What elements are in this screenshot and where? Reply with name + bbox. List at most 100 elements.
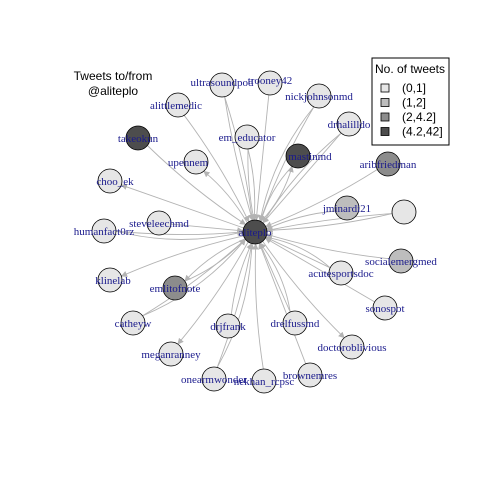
edge-unlabeled-to-center-extra (266, 213, 393, 233)
edge-center-to-upennem (203, 170, 248, 224)
node-label-klinelab: klinelab (95, 275, 131, 287)
node-label-em_educator: em_educator (219, 132, 276, 144)
edge-unlabeled-to-center (266, 213, 393, 234)
edge-nekhan_rcpsc-to-center (252, 243, 264, 370)
node-jminardi21[interactable] (334, 195, 360, 221)
legend-swatch-2 (380, 112, 390, 122)
node-meganranney[interactable] (158, 341, 184, 367)
edge-em_educator-to-center-extra (247, 148, 256, 221)
node-label-ultrasoundpod: ultrasoundpod (191, 77, 254, 89)
edge-acutesportsdoc-to-center (265, 236, 331, 269)
edge-socialemergmed-to-center (266, 232, 390, 260)
node-label-meganranney: meganranney (141, 349, 201, 361)
node-brownemres[interactable] (297, 362, 323, 388)
legend-title: No. of tweets (375, 62, 445, 76)
legend-label-1: (1,2] (402, 96, 426, 110)
edge-drhalilldo-to-center-extra (262, 132, 342, 224)
edge-drelfussmd-to-center (259, 242, 291, 313)
edge-brownemres-to-center (258, 242, 307, 364)
node-label-drhalilldo: drhalilldo (328, 119, 371, 131)
node-label-socialemergmed: socialemergmed (365, 256, 437, 268)
node-label-jminardi21: jminardi21 (322, 203, 371, 215)
edge-center-to-doctoroblivious (262, 240, 345, 339)
edge-trooney42-to-center (253, 94, 270, 221)
node-label-takeokun: takeokun (118, 133, 159, 145)
node-drelfussmd[interactable] (282, 310, 308, 336)
node-trooney42[interactable] (257, 70, 283, 96)
edge-humanfact0rz-to-center (115, 229, 244, 236)
node-doctoroblivious[interactable] (339, 334, 365, 360)
node-nekhan_rcpsc[interactable] (251, 368, 277, 394)
node-aribfriedman[interactable] (375, 151, 401, 177)
legend: No. of tweets (0,1](1,2](2,4.2](4.2,42] (371, 57, 450, 146)
node-label-onearmwonder: onearmwonder (181, 374, 247, 386)
node-drhalilldo[interactable] (336, 111, 362, 137)
edge-drhalilldo-to-center (262, 132, 342, 224)
node-label-acutesportsdoc: acutesportsdoc (308, 268, 373, 280)
node-sonospot[interactable] (372, 295, 398, 321)
node-mastinmd[interactable] (285, 143, 311, 169)
node-upennem[interactable] (183, 149, 209, 175)
edge-humanfact0rz-to-center-extra (115, 230, 244, 240)
legend-swatch-3 (380, 127, 390, 136)
legend-items: (0,1](1,2](2,4.2](4.2,42] (380, 81, 443, 139)
graph-title: Tweets to/from @aliteplo (74, 69, 153, 98)
legend-swatch-1 (380, 98, 390, 107)
node-drjfrank[interactable] (215, 313, 241, 339)
edge-mastinmd-to-center (259, 166, 293, 223)
node-humanfact0rz[interactable] (91, 218, 117, 244)
node-ultrasoundpod[interactable] (209, 72, 235, 98)
title-line-1: Tweets to/from (74, 69, 153, 83)
node-label-mastinmd: mastinmd (288, 151, 332, 163)
legend-label-3: (4.2,42] (402, 125, 443, 139)
node-acutesportsdoc[interactable] (328, 260, 354, 286)
title-line-2: @aliteplo (88, 84, 139, 98)
edge-steveleechmd-to-center (170, 223, 244, 234)
edge-alittlemedic-to-center (183, 115, 250, 223)
edge-center-to-meganranney (177, 241, 249, 345)
node-nickjohnsonmd[interactable] (306, 83, 332, 109)
node-label-catheyw: catheyw (115, 318, 152, 330)
edge-onearmwonder-to-center (216, 242, 254, 368)
edge-onearmwonder-to-center-extra (216, 242, 255, 368)
node-em_educator[interactable] (234, 124, 260, 150)
edge-center-to-choo_ek (120, 183, 244, 229)
node-steveleechmd[interactable] (146, 210, 172, 236)
legend-label-0: (0,1] (402, 81, 426, 95)
node-onearmwonder[interactable] (201, 366, 227, 392)
node-socialemergmed[interactable] (388, 248, 414, 274)
node-alittlemedic[interactable] (165, 92, 191, 118)
node-label-sonospot: sonospot (365, 303, 404, 315)
node-catheyw[interactable] (120, 310, 146, 336)
node-label-nickjohnsonmd: nickjohnsonmd (285, 91, 353, 103)
edge-center-to-klinelab (120, 235, 244, 277)
edge-emlitofnote-to-center (184, 238, 246, 282)
node-label-humanfact0rz: humanfact0rz (74, 226, 135, 238)
edge-sonospot-to-center (264, 237, 375, 303)
edge-center-to-mastinmd (260, 165, 294, 222)
node-label-nekhan_rcpsc: nekhan_rcpsc (234, 376, 295, 388)
edge-ultrasoundpod-to-center (224, 96, 255, 221)
node-label-steveleechmd: steveleechmd (129, 218, 189, 230)
node-aliteplo[interactable] (242, 219, 268, 245)
edge-center-to-emlitofnote (184, 238, 246, 282)
node-takeokun[interactable] (125, 125, 151, 151)
node-label-alittlemedic: alittlemedic (150, 100, 202, 112)
edge-ultrasoundpod-to-center-extra (224, 96, 254, 221)
node-label-emlitofnote: emlitofnote (150, 283, 201, 295)
nodes-layer (91, 70, 417, 394)
edge-em_educator-to-center (247, 148, 258, 221)
node-emlitofnote[interactable] (162, 275, 188, 301)
node-label-brownemres: brownemres (283, 370, 337, 382)
node-label-drjfrank: drjfrank (210, 321, 246, 333)
edge-acutesportsdoc-to-center-extra (265, 235, 331, 269)
node-label-trooney42: trooney42 (248, 75, 293, 87)
node-unlabeled[interactable] (391, 199, 417, 225)
node-label-aliteplo: aliteplo (239, 227, 272, 239)
node-klinelab[interactable] (97, 267, 123, 293)
legend-swatch-0 (380, 83, 390, 93)
node-choo_ek[interactable] (97, 168, 123, 194)
node-label-choo_ek: choo_ek (96, 176, 134, 188)
